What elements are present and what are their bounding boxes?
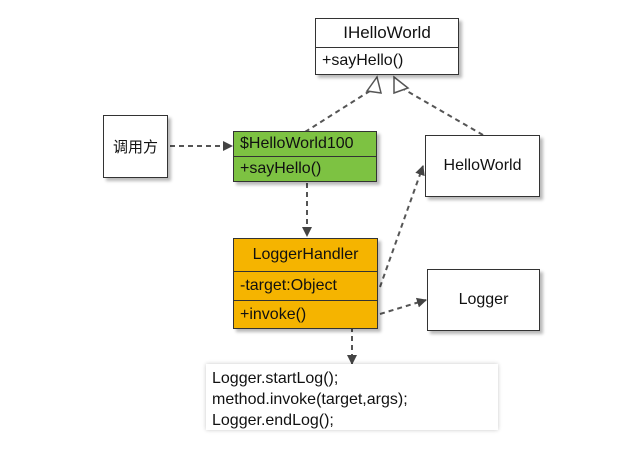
handler-method: +invoke() (234, 300, 377, 328)
code-line: Logger.endLog(); (212, 412, 334, 429)
handler-to-logger-arrow (379, 297, 427, 315)
interface-name: IHelloWorld (343, 23, 431, 42)
helloworld-label: HelloWorld (443, 157, 522, 174)
caller-box: 调用方 (103, 115, 168, 178)
realization-triangle-right (393, 75, 410, 95)
handler-box: LoggerHandler -target:Object +invoke() (233, 238, 378, 329)
proxy-name: $HelloWorld100 (240, 135, 354, 152)
handler-name: LoggerHandler (252, 246, 359, 263)
proxy-box: $HelloWorld100 +sayHello() (233, 131, 377, 182)
proxy-method: +sayHello() (234, 156, 376, 181)
logger-box: Logger (427, 269, 540, 331)
interface-method: +sayHello() (316, 47, 458, 74)
code-line: method.invoke(target,args); (212, 391, 408, 408)
caller-label: 调用方 (112, 139, 158, 156)
logger-label: Logger (458, 291, 509, 308)
code-note: Logger.startLog(); method.invoke(target,… (206, 364, 498, 430)
handler-field: -target:Object (234, 271, 377, 300)
helloworld-box: HelloWorld (425, 135, 540, 197)
proxy-realizes-interface-line (304, 88, 374, 133)
code-line: Logger.startLog(); (212, 370, 339, 387)
realization-triangle-left (365, 75, 382, 94)
helloworld-realizes-interface-line (399, 86, 484, 136)
interface-box: IHelloWorld +sayHello() (315, 18, 459, 75)
handler-to-helloworld-arrow (379, 165, 425, 288)
